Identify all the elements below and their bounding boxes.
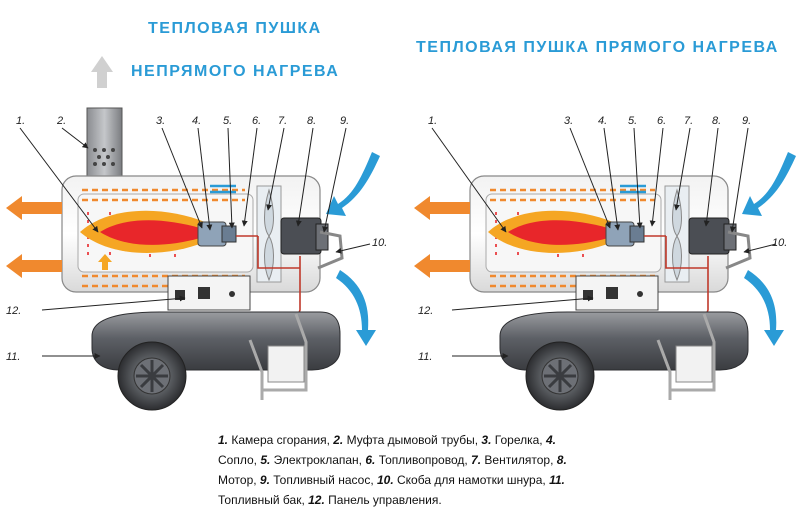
label-5: 5. — [223, 115, 232, 127]
label-7: 7. — [278, 115, 287, 127]
flame-inner — [508, 220, 611, 245]
right-heater: 1. 3. 4. 5. 6. 7. 8. 9. 10. 11. 12. — [414, 115, 796, 411]
label-8: 8. — [307, 115, 316, 127]
cold-air-arrow-top — [742, 152, 796, 216]
label-7: 7. — [684, 115, 693, 127]
parts-legend: 1. Камера сгорания, 2. Муфта дымовой тру… — [218, 430, 598, 510]
cold-air-arrow-bottom — [744, 270, 784, 346]
motor — [688, 217, 730, 255]
label-3: 3. — [564, 115, 573, 127]
label-4: 4. — [192, 115, 201, 127]
label-5: 5. — [628, 115, 637, 127]
legend-item: 9. Топливный насос, — [259, 473, 377, 487]
legend-item: 1. Камера сгорания, — [218, 433, 334, 447]
legend-item: 2. Муфта дымовой трубы, — [333, 433, 482, 447]
label-10: 10. — [372, 237, 387, 249]
right-part-numbers: 1. 3. 4. 5. 6. 7. 8. 9. 10. 11. 12. — [418, 115, 787, 363]
cord-bracket — [725, 230, 752, 270]
label-12: 12. — [418, 305, 433, 317]
legend-item: 7. Вентилятор, — [471, 453, 557, 467]
label-10: 10. — [772, 237, 787, 249]
flame-inner — [100, 220, 203, 245]
label-2: 2. — [56, 115, 66, 127]
label-11: 11. — [418, 351, 432, 363]
label-6: 6. — [657, 115, 666, 127]
label-9: 9. — [742, 115, 751, 127]
legend-item: 12. Панель управления. — [308, 493, 442, 507]
legend-item: 3. Горелка, — [481, 433, 546, 447]
fan — [256, 185, 282, 283]
legend-item: 10. Скоба для намотки шнура, — [376, 473, 550, 487]
label-1: 1. — [16, 115, 25, 127]
left-part-numbers: 1. 2. 3. 4. 5. 6. 7. 8. 9. 10. 11. 12. — [6, 115, 387, 363]
right-diagram-title: ТЕПЛОВАЯ ПУШКА ПРЯМОГО НАГРЕВА — [416, 39, 779, 56]
legend-item: 5. Электроклапан, — [260, 453, 366, 467]
legend-item: 4. Сопло, — [218, 433, 556, 467]
label-12: 12. — [6, 305, 21, 317]
wheel — [117, 341, 187, 411]
cold-air-arrow-bottom — [336, 270, 376, 346]
label-1: 1. — [428, 115, 437, 127]
label-4: 4. — [598, 115, 607, 127]
label-6: 6. — [252, 115, 261, 127]
hot-air-arrow-bottom — [6, 254, 62, 278]
cold-air-arrow-top — [326, 152, 380, 216]
label-3: 3. — [156, 115, 165, 127]
legend-item: 8. Мотор, — [218, 453, 567, 487]
hot-air-arrow-top — [6, 196, 62, 220]
cord-bracket — [317, 230, 344, 270]
left-diagram-title-line1: ТЕПЛОВАЯ ПУШКА — [148, 20, 322, 37]
left-heater: 1. 2. 3. 4. 5. 6. 7. 8. 9. 10. 11. 12. — [6, 56, 387, 411]
chimney — [86, 107, 123, 185]
hot-air-arrow-bottom — [414, 254, 470, 278]
legend-item: 6. Топливопровод, — [365, 453, 472, 467]
label-11: 11. — [6, 351, 20, 363]
legend-item: 11. Топливный бак, — [218, 473, 565, 507]
motor — [280, 217, 322, 255]
left-diagram-title-line2: НЕПРЯМОГО НАГРЕВА — [131, 63, 340, 80]
label-8: 8. — [712, 115, 721, 127]
hot-air-arrow-top — [414, 196, 470, 220]
wheel — [525, 341, 595, 411]
label-9: 9. — [340, 115, 349, 127]
smoke-up-arrow — [91, 56, 113, 88]
